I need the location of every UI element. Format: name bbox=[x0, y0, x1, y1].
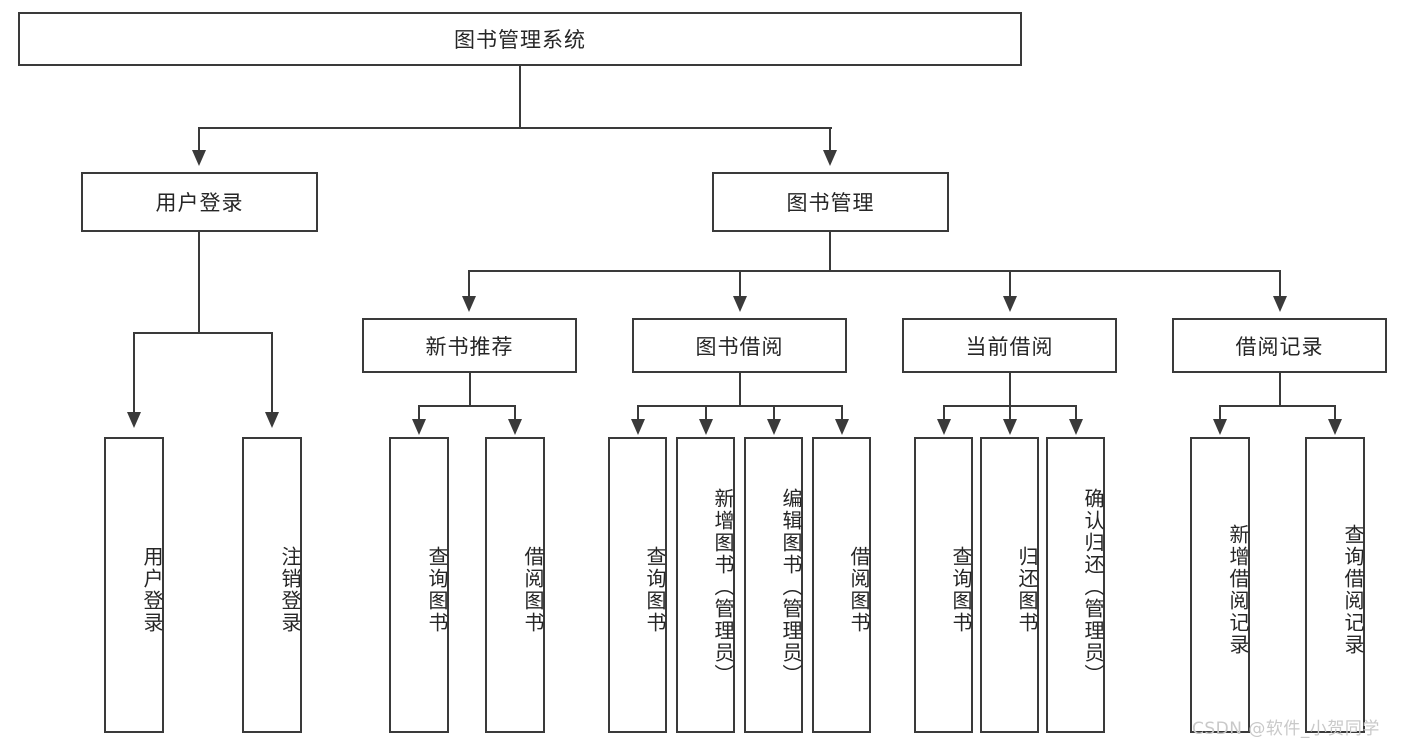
leaf-label: 查询图书 bbox=[425, 546, 449, 634]
connector-book-mgmt-to-borrow bbox=[739, 270, 741, 298]
connector-borrowrecord-leaf1 bbox=[1219, 405, 1221, 421]
connector-borrowrecord-bus bbox=[1219, 405, 1336, 407]
connector-currentborrow-leaf2 bbox=[1009, 405, 1011, 421]
arrowhead-book-mgmt-to-borrow bbox=[733, 296, 747, 312]
arrowhead-bookborrow-leaf1 bbox=[631, 419, 645, 435]
leaf-label: 新增图书（管理员） bbox=[711, 488, 735, 686]
leaf-label: 查询图书 bbox=[949, 546, 973, 634]
connector-user-login-leaf1 bbox=[133, 332, 135, 414]
connector-user-login-stem bbox=[198, 232, 200, 333]
leaf-currentborrow-query-book[interactable]: 查询图书 bbox=[914, 437, 973, 733]
connector-root-stem bbox=[519, 66, 521, 128]
leaf-label: 编辑图书（管理员） bbox=[779, 488, 803, 686]
arrowhead-root-to-user-login bbox=[192, 150, 206, 166]
leaf-bookborrow-query-book[interactable]: 查询图书 bbox=[608, 437, 667, 733]
leaf-currentborrow-return-book[interactable]: 归还图书 bbox=[980, 437, 1039, 733]
leaf-user-login-logout[interactable]: 注销登录 bbox=[242, 437, 302, 733]
connector-bookborrow-stem bbox=[739, 373, 741, 406]
connector-root-to-book-mgmt bbox=[829, 127, 831, 153]
arrowhead-bookborrow-leaf4 bbox=[835, 419, 849, 435]
leaf-user-login-login[interactable]: 用户登录 bbox=[104, 437, 164, 733]
arrowhead-bookborrow-leaf3 bbox=[767, 419, 781, 435]
leaf-newbook-borrow-book[interactable]: 借阅图书 bbox=[485, 437, 545, 733]
leaf-borrowrecord-query-record[interactable]: 查询借阅记录 bbox=[1305, 437, 1365, 733]
arrowhead-currentborrow-leaf1 bbox=[937, 419, 951, 435]
connector-newbook-leaf2 bbox=[514, 405, 516, 421]
arrowhead-root-to-book-mgmt bbox=[823, 150, 837, 166]
connector-root-to-user-login bbox=[198, 127, 200, 153]
node-book-borrow[interactable]: 图书借阅 bbox=[632, 318, 847, 373]
connector-newbook-stem bbox=[469, 373, 471, 406]
leaf-label: 查询借阅记录 bbox=[1341, 524, 1365, 656]
connector-user-login-leaf2 bbox=[271, 332, 273, 414]
leaf-currentborrow-confirm-return-admin[interactable]: 确认归还（管理员） bbox=[1046, 437, 1105, 733]
node-borrow-record[interactable]: 借阅记录 bbox=[1172, 318, 1387, 373]
node-new-book-recommend-label: 新书推荐 bbox=[425, 334, 514, 359]
arrowhead-currentborrow-leaf2 bbox=[1003, 419, 1017, 435]
leaf-label: 注销登录 bbox=[278, 546, 302, 634]
arrowhead-currentborrow-leaf3 bbox=[1069, 419, 1083, 435]
leaf-newbook-query-book[interactable]: 查询图书 bbox=[389, 437, 449, 733]
connector-currentborrow-leaf3 bbox=[1075, 405, 1077, 421]
node-user-login[interactable]: 用户登录 bbox=[81, 172, 318, 232]
leaf-bookborrow-add-book-admin[interactable]: 新增图书（管理员） bbox=[676, 437, 735, 733]
node-user-login-label: 用户登录 bbox=[155, 191, 244, 215]
leaf-label: 查询图书 bbox=[643, 546, 667, 634]
arrowhead-bookborrow-leaf2 bbox=[699, 419, 713, 435]
arrowhead-book-mgmt-to-record bbox=[1273, 296, 1287, 312]
connector-book-mgmt-to-newbook bbox=[468, 270, 470, 298]
node-root[interactable]: 图书管理系统 bbox=[18, 12, 1022, 66]
arrowhead-book-mgmt-to-newbook bbox=[462, 296, 476, 312]
leaf-borrowrecord-add-record[interactable]: 新增借阅记录 bbox=[1190, 437, 1250, 733]
leaf-label: 确认归还（管理员） bbox=[1081, 488, 1105, 686]
connector-bookborrow-leaf1 bbox=[637, 405, 639, 421]
arrowhead-user-login-leaf1 bbox=[127, 412, 141, 428]
arrowhead-newbook-leaf1 bbox=[412, 419, 426, 435]
connector-bookborrow-bus bbox=[637, 405, 843, 407]
connector-borrowrecord-leaf2 bbox=[1334, 405, 1336, 421]
leaf-label: 借阅图书 bbox=[847, 546, 871, 634]
connector-user-login-bus bbox=[133, 332, 273, 334]
connector-bookborrow-leaf2 bbox=[705, 405, 707, 421]
arrowhead-user-login-leaf2 bbox=[265, 412, 279, 428]
connector-book-mgmt-to-record bbox=[1279, 270, 1281, 298]
leaf-label: 借阅图书 bbox=[521, 546, 545, 634]
connector-book-mgmt-to-current bbox=[1009, 270, 1011, 298]
leaf-label: 归还图书 bbox=[1015, 546, 1039, 634]
connector-newbook-bus bbox=[418, 405, 516, 407]
connector-root-bus bbox=[198, 127, 832, 129]
connector-borrowrecord-stem bbox=[1279, 373, 1281, 406]
node-book-management[interactable]: 图书管理 bbox=[712, 172, 949, 232]
csdn-watermark: CSDN @软件_小贺同学 bbox=[1192, 719, 1380, 739]
connector-bookborrow-leaf3 bbox=[773, 405, 775, 421]
arrowhead-book-mgmt-to-current bbox=[1003, 296, 1017, 312]
leaf-bookborrow-borrow-book[interactable]: 借阅图书 bbox=[812, 437, 871, 733]
connector-book-mgmt-stem bbox=[829, 232, 831, 272]
node-book-borrow-label: 图书借阅 bbox=[695, 334, 784, 359]
connector-currentborrow-leaf1 bbox=[943, 405, 945, 421]
node-root-label: 图书管理系统 bbox=[454, 28, 586, 52]
connector-book-mgmt-bus bbox=[468, 270, 1281, 272]
node-current-borrow-label: 当前借阅 bbox=[965, 334, 1054, 359]
node-new-book-recommend[interactable]: 新书推荐 bbox=[362, 318, 577, 373]
connector-currentborrow-stem bbox=[1009, 373, 1011, 406]
connector-newbook-leaf1 bbox=[418, 405, 420, 421]
arrowhead-borrowrecord-leaf1 bbox=[1213, 419, 1227, 435]
node-borrow-record-label: 借阅记录 bbox=[1235, 334, 1324, 359]
leaf-label: 用户登录 bbox=[140, 546, 164, 634]
node-current-borrow[interactable]: 当前借阅 bbox=[902, 318, 1117, 373]
arrowhead-newbook-leaf2 bbox=[508, 419, 522, 435]
leaf-bookborrow-edit-book-admin[interactable]: 编辑图书（管理员） bbox=[744, 437, 803, 733]
node-book-management-label: 图书管理 bbox=[786, 191, 875, 215]
connector-bookborrow-leaf4 bbox=[841, 405, 843, 421]
leaf-label: 新增借阅记录 bbox=[1226, 524, 1250, 656]
arrowhead-borrowrecord-leaf2 bbox=[1328, 419, 1342, 435]
